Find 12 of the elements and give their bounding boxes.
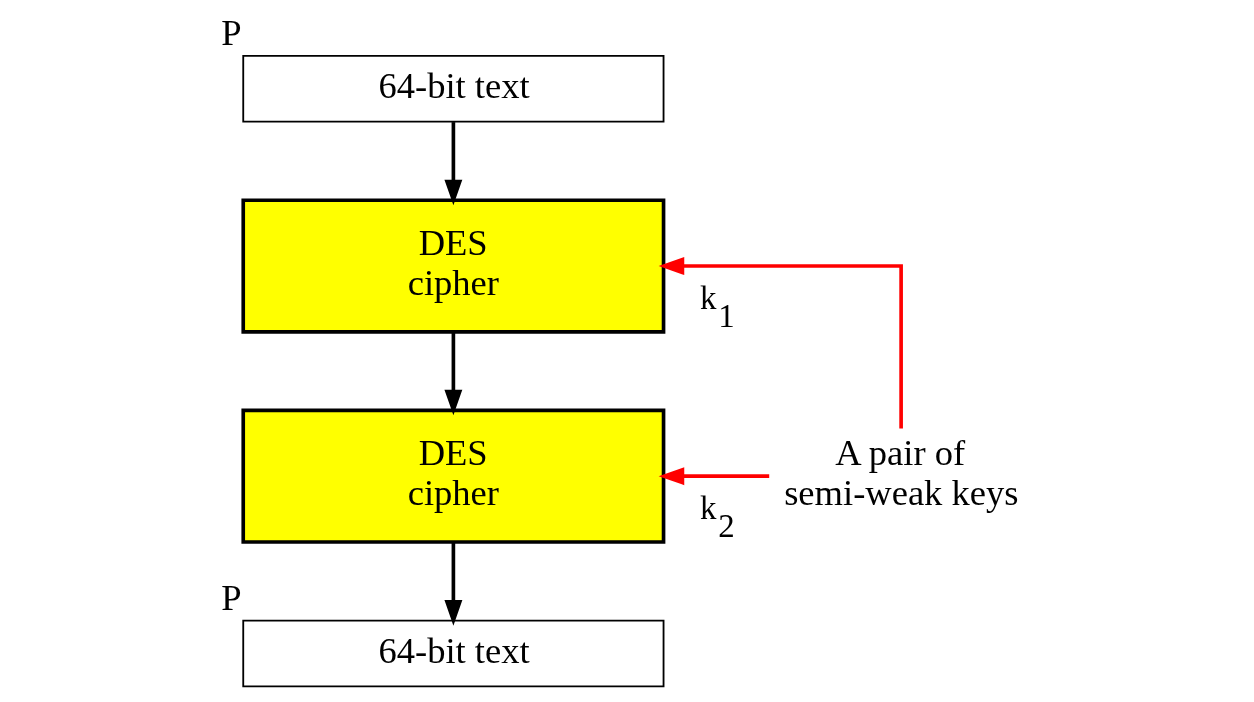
node-box: DES cipher (241, 408, 666, 544)
arrow (658, 467, 770, 486)
arrow (444, 331, 463, 416)
node-text: A pair of semi-weak keys (784, 432, 1019, 514)
node-label: P (221, 576, 242, 618)
arrow (658, 257, 903, 429)
node-box: 64-bit text (242, 54, 665, 123)
node-box: DES cipher (241, 198, 666, 334)
node-label: P (221, 11, 242, 53)
node-box: 64-bit text (242, 619, 665, 688)
arrow (444, 542, 463, 626)
arrow (444, 122, 463, 206)
